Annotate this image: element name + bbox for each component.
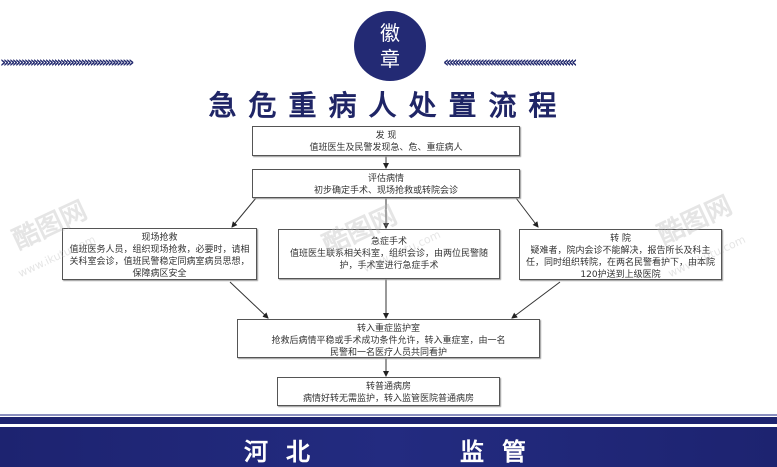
step-text: 病情好转无需监护，转入监管医院普通病房 bbox=[302, 394, 474, 404]
arrow-assess-onsite bbox=[231, 197, 257, 228]
step-heading: 发 现 bbox=[375, 131, 397, 141]
step-text: 值班医生联系相关科室，组织会诊，由两位民警随护，手术室进行急症手术 bbox=[289, 249, 488, 271]
emblem-text-2: 章 bbox=[380, 47, 400, 71]
step-transfer-hospital: 转 院 疑难者，院内会诊不能解决，报告所长及科主任，同时组织转院，在两名民警看护… bbox=[519, 229, 722, 280]
step-heading: 转入重症监护室 bbox=[356, 324, 420, 334]
step-assess: 评估病情 初步确定手术、现场抢救或转院会诊 bbox=[252, 169, 520, 198]
step-heading: 转普通病房 bbox=[365, 382, 411, 392]
step-text: 值班医务人员，组织现场抢救，必要时，请相关科室会诊，值班民警稳定同病室病员思想，… bbox=[69, 245, 250, 279]
footer-banner: 河北 监管 bbox=[0, 427, 777, 467]
step-text: 值班医生及民警发现急、危、重症病人 bbox=[309, 143, 463, 153]
step-icu: 转入重症监护室 抢救后病情平稳或手术成功条件允许，转入重症室，由一名民警和一名医… bbox=[237, 319, 540, 358]
step-onsite-rescue: 现场抢救 值班医务人员，组织现场抢救，必要时，请相关科室会诊，值班民警稳定同病室… bbox=[62, 228, 257, 280]
arrow-onsite-icu bbox=[229, 281, 269, 319]
footer-left-text: 河北 bbox=[244, 438, 328, 466]
step-emergency-surgery: 急症手术 值班医生联系相关科室，组织会诊，由两位民警随护，手术室进行急症手术 bbox=[278, 229, 500, 279]
step-heading: 现场抢救 bbox=[141, 233, 178, 243]
step-discover: 发 现 值班医生及民警发现急、危、重症病人 bbox=[252, 126, 520, 156]
footer-stripe bbox=[0, 417, 777, 424]
step-text: 初步确定手术、现场抢救或转院会诊 bbox=[313, 186, 458, 196]
footer-divider bbox=[0, 414, 777, 416]
chevron-decoration-right: ‹‹‹‹‹‹‹‹‹‹‹‹‹‹‹‹‹‹‹‹‹‹‹‹‹‹‹‹‹‹‹‹‹‹‹‹‹‹‹‹… bbox=[443, 54, 577, 70]
step-general-ward: 转普通病房 病情好转无需监护，转入监管医院普通病房 bbox=[277, 377, 500, 406]
emblem-text-1: 徽 bbox=[380, 21, 400, 45]
arrow-assess-transfer bbox=[515, 197, 539, 228]
chevron-decoration-left: ››››››››››››››››››››››››››››››››››››››››… bbox=[0, 54, 134, 70]
step-heading: 急症手术 bbox=[370, 237, 407, 247]
step-text: 抢救后病情平稳或手术成功条件允许，转入重症室，由一名民警和一名医疗人员共同看护 bbox=[271, 336, 506, 358]
step-text: 疑难者，院内会诊不能解决，报告所长及科主任，同时组织转院，在两名民警看护下，由本… bbox=[525, 246, 715, 280]
step-heading: 转 院 bbox=[610, 234, 631, 244]
page-title: 急危重病人处置流程 bbox=[208, 89, 569, 122]
footer-right-text: 监管 bbox=[460, 438, 544, 466]
arrow-transfer-icu bbox=[511, 281, 561, 319]
emblem-badge: 徽 章 bbox=[354, 11, 426, 81]
step-heading: 评估病情 bbox=[367, 174, 404, 184]
